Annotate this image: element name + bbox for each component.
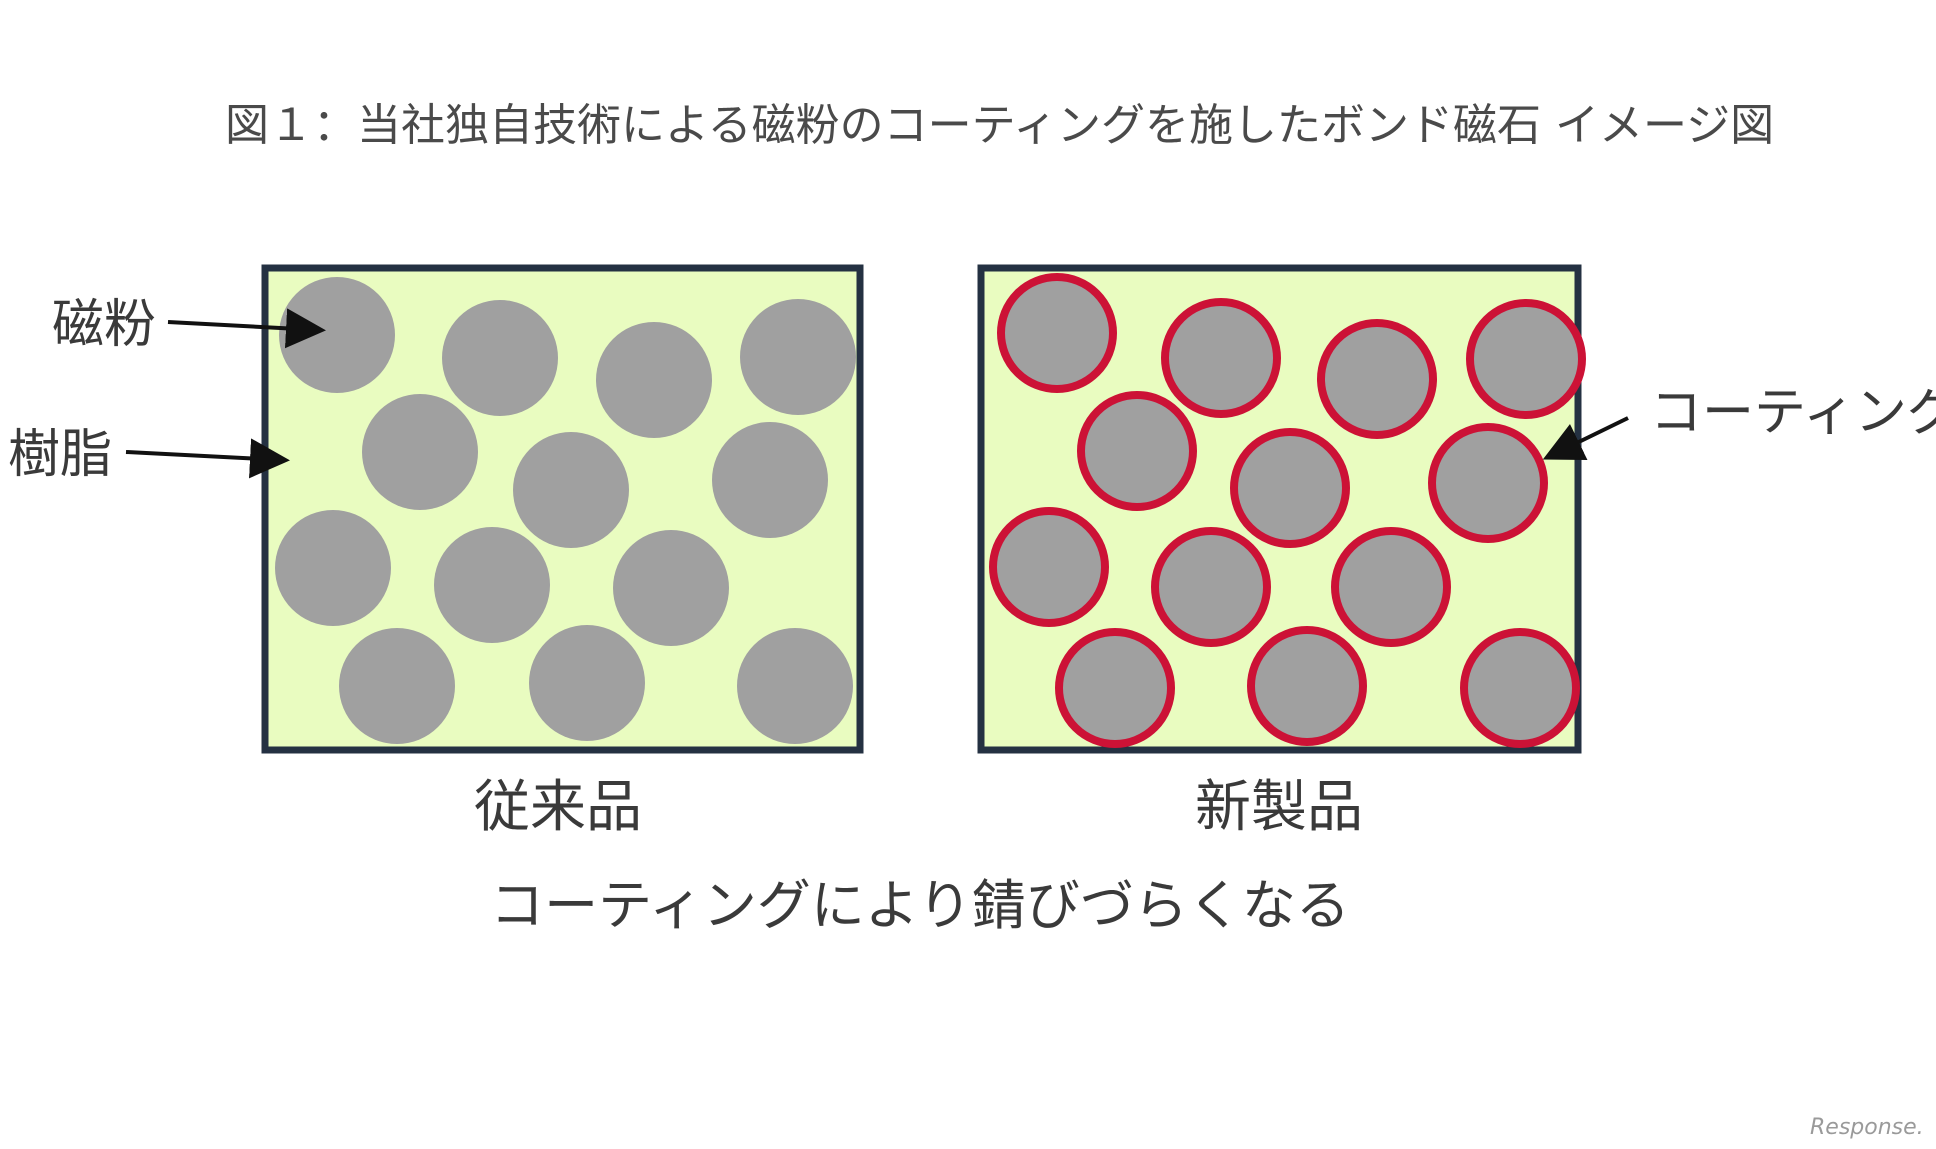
coated-magnetic-powder-particle — [1055, 628, 1175, 748]
arrow-right-icon — [167, 308, 326, 349]
watermark-logo: Response. — [1810, 1115, 1924, 1140]
magnetic-powder-particle — [712, 422, 828, 538]
conventional-panel — [261, 264, 864, 754]
resin-label: 樹脂 — [8, 425, 112, 485]
magnetic-powder-particle — [339, 628, 455, 744]
coated-magnetic-powder-particle — [1230, 428, 1350, 548]
magnetic-powder-particle — [596, 322, 712, 438]
magnetic-powder-particle — [442, 300, 558, 416]
new-product-label: 新製品 — [1195, 775, 1363, 840]
coating-label: コーティング — [1650, 383, 1936, 443]
magnetic-powder-particle — [740, 299, 856, 415]
coated-magnetic-powder-particle — [989, 507, 1109, 627]
particle-group-conventional — [275, 277, 856, 744]
coated-magnetic-powder-particle — [1317, 319, 1437, 439]
coated-magnetic-powder-particle — [1151, 527, 1271, 647]
conventional-label: 従来品 — [474, 775, 642, 840]
coated-magnetic-powder-particle — [1428, 423, 1548, 543]
coated-magnetic-powder-particle — [997, 273, 1117, 393]
particle-group-new — [989, 273, 1586, 748]
magnetic-powder-particle — [279, 277, 395, 393]
magnetic-powder-particle — [362, 394, 478, 510]
coated-magnetic-powder-particle — [1331, 527, 1451, 647]
coated-magnetic-powder-particle — [1460, 628, 1580, 748]
coated-magnetic-powder-particle — [1077, 391, 1197, 511]
coated-magnetic-powder-particle — [1161, 298, 1281, 418]
magnetic-powder-particle — [434, 527, 550, 643]
magnetic-powder-particle — [613, 530, 729, 646]
magnetic-powder-label: 磁粉 — [52, 295, 156, 355]
new-product-panel — [977, 264, 1586, 754]
arrow-left-icon — [1542, 416, 1629, 460]
magnetic-powder-particle — [275, 510, 391, 626]
magnetic-powder-particle — [529, 625, 645, 741]
coated-magnetic-powder-particle — [1466, 299, 1586, 419]
caption: コーティングにより錆びづらくなる — [490, 874, 1350, 937]
magnetic-powder-particle — [737, 628, 853, 744]
coated-magnetic-powder-particle — [1247, 626, 1367, 746]
arrow-right-icon — [125, 438, 290, 479]
magnetic-powder-particle — [513, 432, 629, 548]
figure-title: 図１：当社独自技術による磁粉のコーティングを施したボンド磁石 イメージ図 — [225, 100, 1774, 151]
